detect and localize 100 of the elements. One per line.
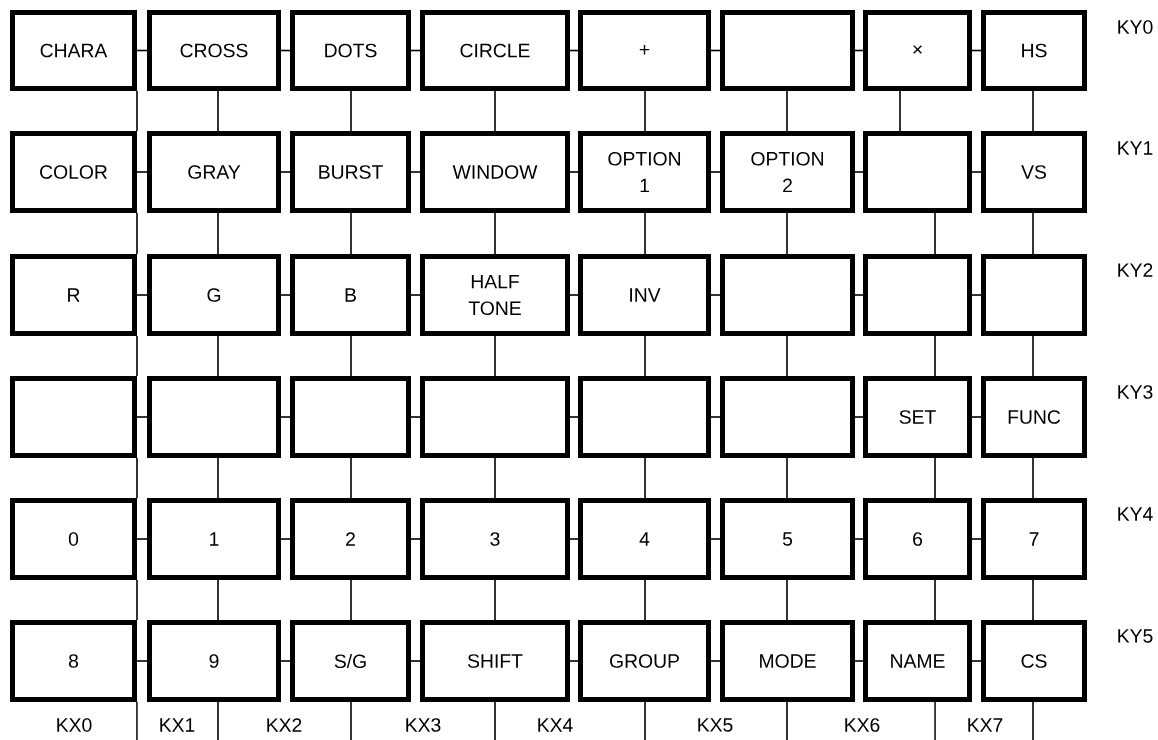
wire (350, 457, 352, 499)
wire (569, 538, 579, 540)
key-box (578, 376, 711, 458)
wire (136, 171, 148, 173)
key-box: DOTS (290, 10, 411, 91)
wire (217, 457, 219, 499)
key-box: 8 (10, 620, 137, 702)
wire (971, 660, 982, 662)
key-box: FUNC (981, 376, 1087, 458)
wire (136, 335, 138, 377)
matrix-label: KY2 (1118, 263, 1153, 277)
key-box (720, 376, 855, 458)
key-box: MODE (720, 620, 855, 702)
key-box: VS (981, 131, 1087, 213)
wire (136, 701, 138, 740)
matrix-label: KY0 (1118, 20, 1153, 34)
key-box: G (147, 254, 281, 336)
wire (280, 171, 291, 173)
key-box: × (863, 10, 972, 91)
wire (410, 49, 421, 52)
key-box: S/G (290, 620, 411, 702)
wire (1032, 335, 1034, 377)
wire (410, 660, 421, 662)
wire (410, 416, 421, 418)
matrix-label: KY5 (1118, 629, 1153, 643)
key-box (720, 254, 855, 336)
key-box: GROUP (578, 620, 711, 702)
matrix-label: KX0 (57, 718, 92, 732)
matrix-label: KY4 (1118, 507, 1153, 521)
wire (934, 335, 936, 377)
key-box: COLOR (10, 131, 137, 213)
wire (217, 212, 219, 255)
matrix-label: KY3 (1118, 385, 1153, 399)
wire (854, 660, 864, 662)
wire (971, 171, 982, 173)
wire (971, 416, 982, 418)
wire (1032, 579, 1034, 621)
wire (350, 579, 352, 621)
wire (710, 171, 721, 173)
key-box: B (290, 254, 411, 336)
wire (899, 90, 901, 132)
wire (280, 294, 291, 296)
wire (710, 660, 721, 662)
wire (410, 538, 421, 540)
wire (410, 294, 421, 296)
wire (710, 294, 721, 296)
wire (934, 212, 936, 255)
key-box: 5 (720, 498, 855, 580)
key-box: 2 (290, 498, 411, 580)
wire (350, 335, 352, 377)
key-box: NAME (863, 620, 972, 702)
wire (217, 335, 219, 377)
wire (280, 538, 291, 540)
wire (710, 538, 721, 540)
wire (786, 212, 788, 255)
key-box: OPTION 1 (578, 131, 711, 213)
matrix-label: KX3 (406, 718, 441, 732)
wire (494, 212, 496, 255)
wire (280, 660, 291, 662)
matrix-label: KX6 (845, 718, 880, 732)
matrix-label: KX4 (538, 718, 573, 732)
key-box: 1 (147, 498, 281, 580)
key-box: BURST (290, 131, 411, 213)
wire (644, 701, 646, 740)
wire (971, 538, 982, 540)
wire (854, 416, 864, 418)
key-box: + (578, 10, 711, 91)
wire (136, 294, 148, 296)
wire (854, 538, 864, 540)
wire (136, 660, 148, 662)
wire (569, 49, 579, 52)
key-box (863, 254, 972, 336)
wire (494, 579, 496, 621)
wire (136, 212, 138, 255)
wire (854, 294, 864, 296)
key-box (720, 10, 855, 91)
wire (644, 90, 646, 132)
wire (410, 171, 421, 173)
wire (971, 49, 982, 52)
key-box: OPTION 2 (720, 131, 855, 213)
wire (934, 701, 936, 740)
wire (217, 701, 219, 740)
wire (569, 294, 579, 296)
key-box: 4 (578, 498, 711, 580)
key-box: CS (981, 620, 1087, 702)
wire (569, 171, 579, 173)
key-box: R (10, 254, 137, 336)
key-box: CHARA (10, 10, 137, 91)
wire (786, 701, 788, 740)
wire (569, 660, 579, 662)
wire (934, 579, 936, 621)
wire (136, 457, 138, 499)
wire (1032, 212, 1034, 255)
wire (280, 49, 291, 52)
key-box (10, 376, 137, 458)
wire (971, 294, 982, 296)
wire (217, 90, 219, 132)
wire (136, 49, 148, 52)
wire (350, 90, 352, 132)
wire (494, 90, 496, 132)
